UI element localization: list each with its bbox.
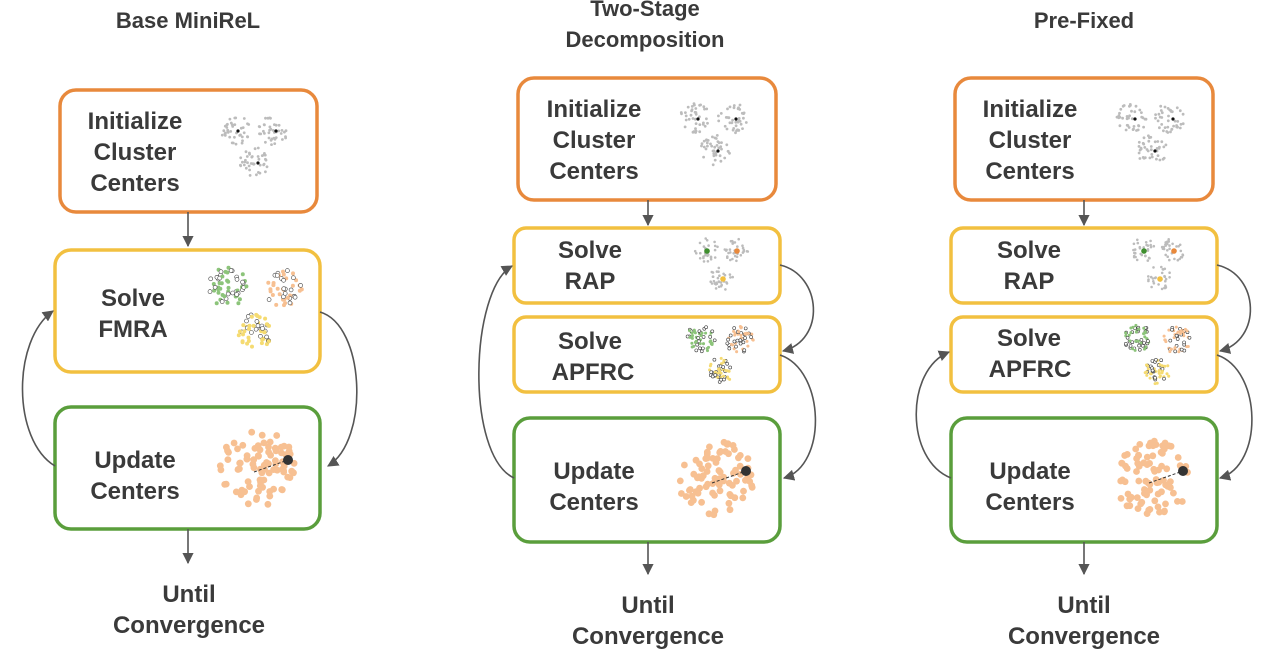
center-update-icon [216,428,298,508]
solve-apfrc-label-1: Solve [558,328,622,355]
loop-arrow-right [779,264,815,354]
loop-arrow-right [779,354,817,481]
loop-arrow-left [478,265,515,479]
cluster-assign-icon [207,265,304,349]
assignment-icon [693,237,750,291]
solve-apfrc-label-2: APFRC [989,356,1072,383]
initialize-label-3: Centers [90,170,179,197]
footer-label-2: Convergence [1008,623,1160,650]
initialize-label-3: Centers [985,158,1074,185]
panel-base-minirel: Base MiniReL Initialize Cluster Centers … [21,8,358,639]
solve-rap-box [512,226,782,305]
update-label-1: Update [989,458,1070,485]
cluster-init-icon [220,116,288,177]
initialize-label-1: Initialize [88,108,183,135]
panel-title: Pre-Fixed [1034,8,1134,33]
solve-rap-label-1: Solve [558,237,622,264]
initialize-label-1: Initialize [547,96,642,123]
center-update-icon [676,438,756,519]
cluster-init-icon [679,102,748,167]
footer-label-1: Until [1057,592,1110,619]
panel-title-line-2: Decomposition [566,27,725,52]
loop-arrow-right [319,311,358,467]
solve-fmra-label-1: Solve [101,285,165,312]
initialize-label-2: Cluster [94,139,177,166]
solve-fmra-box [53,248,322,374]
loop-arrow-right [1216,354,1253,481]
solve-fmra-label-2: FMRA [98,316,167,343]
cluster-assign-icon [1123,323,1192,386]
assignment-icon [1132,238,1185,291]
footer-label-1: Until [162,581,215,608]
loop-arrow-left [21,310,56,467]
footer-label-1: Until [621,592,674,619]
update-label-1: Update [94,447,175,474]
solve-apfrc-label-1: Solve [997,325,1061,352]
solve-rap-label-1: Solve [997,237,1061,264]
footer-label-2: Convergence [572,623,724,650]
loop-arrow-left [915,350,952,479]
panel-title: Base MiniReL [116,8,260,33]
solve-rap-label-2: RAP [565,268,616,295]
solve-rap-label-2: RAP [1004,268,1055,295]
panel-pre-fixed: Pre-Fixed Initialize Cluster Centers Sol… [915,8,1253,650]
solve-rap-box [949,226,1219,305]
initialize-label-2: Cluster [553,127,636,154]
cluster-assign-icon [685,324,755,384]
cluster-init-icon [1115,103,1185,162]
panel-two-stage: Two-Stage Decomposition Initialize Clust… [478,0,817,650]
center-update-icon [1117,437,1191,517]
loop-arrow-right [1216,264,1252,354]
update-label-1: Update [553,458,634,485]
panel-title-line-1: Two-Stage [590,0,700,21]
update-label-2: Centers [549,489,638,516]
initialize-label-1: Initialize [983,96,1078,123]
update-label-2: Centers [985,489,1074,516]
update-label-2: Centers [90,478,179,505]
initialize-label-3: Centers [549,158,638,185]
initialize-box [516,76,778,202]
footer-label-2: Convergence [113,612,265,639]
initialize-label-2: Cluster [989,127,1072,154]
solve-apfrc-label-2: APFRC [552,359,635,386]
